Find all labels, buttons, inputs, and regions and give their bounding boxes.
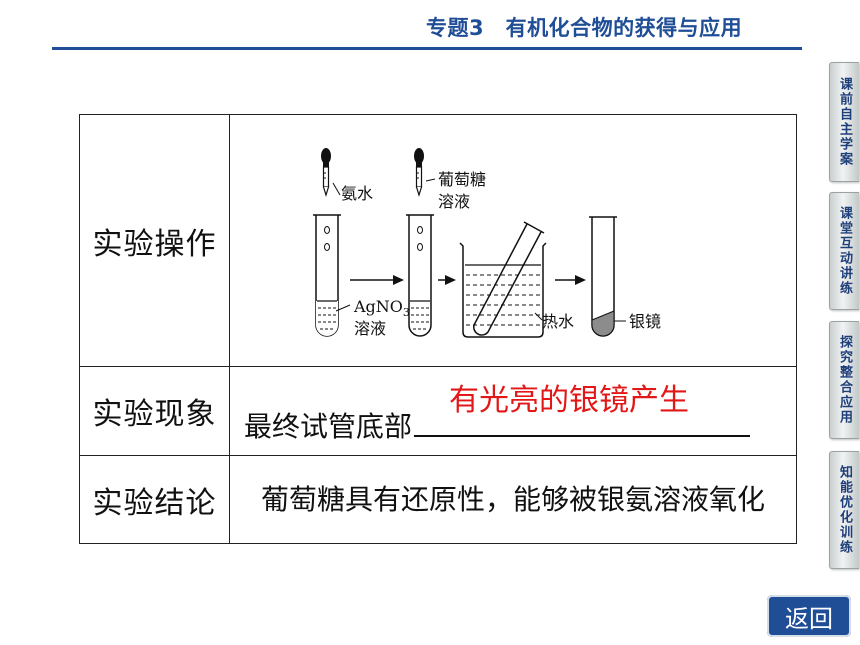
label-operation: 实验操作 [79,114,230,367]
answer-text: 有光亮的银镜产生 [449,383,690,418]
operation-diagram-cell: 氨水 AgNO3 溶液 [229,114,797,367]
table-row-phenomenon: 实验现象 最终试管底部 有光亮的银镜产生 [79,366,797,456]
label-phenomenon: 实验现象 [79,366,230,456]
table-row-operation: 实验操作 氨水 [79,114,797,367]
arrow-right-icon [350,275,404,285]
back-button[interactable]: 返回 [767,595,851,637]
glucose-label: 葡萄糖 [438,170,486,189]
side-tab-pre-class[interactable]: 课前自主学案 [829,62,859,182]
glucose-solution-label: 溶液 [438,192,470,211]
phenomenon-prefix: 最终试管底部 [244,410,413,443]
test-tube-silver-mirror [589,216,617,337]
side-tab-label: 探究整合应用 [837,335,852,425]
table-row-conclusion: 实验结论 葡萄糖具有还原性，能够被银氨溶液氧化 [79,455,797,544]
experiment-diagram: 氨水 AgNO3 溶液 [313,148,661,338]
hot-water-label: 热水 [542,312,574,331]
side-tab-label: 课堂互动讲练 [837,206,852,296]
conclusion-text: 葡萄糖具有还原性，能够被银氨溶液氧化 [229,455,797,544]
label-conclusion: 实验结论 [79,455,230,544]
answer-blank: 有光亮的银镜产生 [414,383,751,437]
experiment-table: 实验操作 氨水 [79,114,797,544]
header-divider [52,47,802,50]
side-tab-practice[interactable]: 知能优化训练 [829,451,859,569]
phenomenon-cell: 最终试管底部 有光亮的银镜产生 [229,366,797,456]
header-title: 专题3 有机化合物的获得与应用 [426,16,743,40]
side-tab-label: 课前自主学案 [837,77,852,167]
side-tab-label: 知能优化训练 [837,465,852,555]
side-tab-explore[interactable]: 探究整合应用 [829,321,859,439]
beaker [459,221,547,338]
arrow-right-icon [555,275,586,285]
arrow-right-icon [438,275,456,285]
agno3-solution-label: 溶液 [354,319,386,338]
ammonia-label: 氨水 [341,184,373,203]
side-tab-classroom[interactable]: 课堂互动讲练 [829,192,859,310]
test-tube-2 [406,214,434,337]
agno3-label: AgNO3 [353,297,410,319]
dropper-ammonia [321,148,331,198]
test-tube-1 [313,214,341,337]
silver-mirror-label: 银镜 [629,312,661,331]
dropper-glucose [414,148,424,198]
